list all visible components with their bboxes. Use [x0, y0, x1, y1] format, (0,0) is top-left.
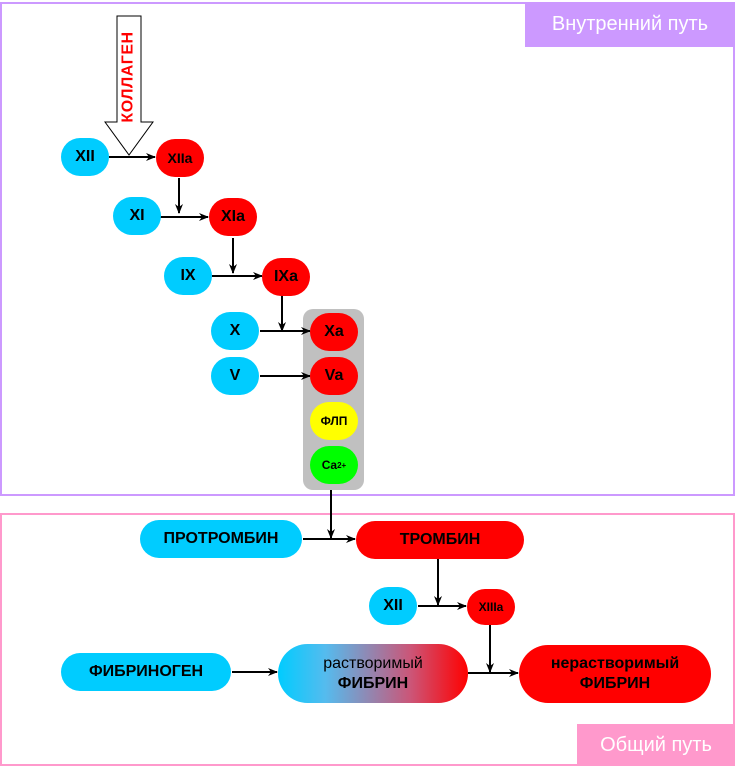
insoluble-fibrin-line2: ФИБРИН	[579, 675, 651, 692]
common-pathway-panel: Общий путь	[0, 513, 735, 766]
node-factor-xa: Xa	[310, 313, 358, 351]
node-factor-x: X	[211, 312, 259, 350]
common-pathway-label: Общий путь	[577, 724, 735, 766]
insoluble-fibrin-line1: нерастворимый	[550, 655, 680, 672]
node-factor-xia: XIa	[209, 198, 257, 236]
intrinsic-pathway-label: Внутренний путь	[525, 2, 735, 47]
soluble-fibrin-line2: ФИБРИН	[337, 674, 409, 692]
node-soluble-fibrin: растворимый ФИБРИН	[278, 644, 468, 703]
node-factor-xi: XI	[113, 197, 161, 235]
node-factor-va: Va	[310, 357, 358, 395]
calcium-charge: 2+	[337, 460, 347, 470]
node-prothrombin: ПРОТРОМБИН	[140, 520, 302, 558]
node-factor-v: V	[211, 357, 259, 395]
collagen-label: КОЛЛАГЕН	[120, 31, 137, 123]
node-factor-ixa: IXa	[262, 258, 310, 296]
node-factor-xii-common: XII	[369, 587, 417, 625]
node-fibrinogen: ФИБРИНОГЕН	[61, 653, 231, 691]
node-insoluble-fibrin: нерастворимый ФИБРИН	[519, 645, 711, 703]
calcium-symbol: Ca	[321, 458, 338, 472]
node-phospholipid: ФЛП	[310, 402, 358, 440]
node-factor-xii: XII	[61, 138, 109, 176]
node-factor-ix: IX	[164, 257, 212, 295]
node-thrombin: ТРОМБИН	[356, 521, 524, 559]
node-factor-xiia: XIIa	[156, 139, 204, 177]
soluble-fibrin-line1: растворимый	[323, 654, 423, 672]
node-factor-xiiia: XIIIa	[467, 589, 515, 625]
intrinsic-pathway-panel: Внутренний путь	[0, 2, 735, 496]
